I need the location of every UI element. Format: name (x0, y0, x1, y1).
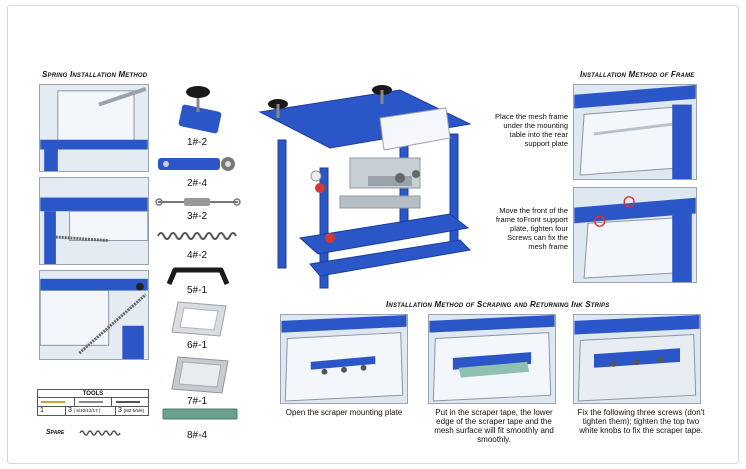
spring-header: Spring Installation Method (42, 70, 148, 79)
scraping-caption-3: Fix the following three screws (don't ti… (577, 408, 705, 435)
part-label-8: 8#-4 (186, 430, 207, 441)
knob-bracket-icon (178, 86, 222, 134)
tools-icon-row (38, 398, 148, 407)
mesh-frame-icon (171, 301, 227, 337)
spare-spring-icon (79, 430, 121, 436)
scraping-caption-1: Open the scraper mounting plate (285, 408, 403, 417)
scraping-photo-2 (428, 314, 556, 404)
spring-photo-3 (39, 270, 149, 360)
part-label-2: 2#-4 (186, 178, 207, 189)
spare-label: Spare (46, 429, 65, 436)
scraping-photo-1 (280, 314, 408, 404)
page-border (7, 5, 739, 464)
frame-photo-2 (573, 187, 697, 283)
part-label-3: 3#-2 (186, 211, 207, 222)
scraper-strip-icon (162, 408, 238, 420)
frame-header: Installation Method of Frame (580, 70, 695, 79)
spring-photo-2 (39, 177, 149, 265)
screwdriver-icon (38, 398, 75, 406)
tools-table: TOOLS 1 3 ( 5/10/12/17 ) 3 (M2 5/5/6) (37, 389, 149, 416)
screen-plate-icon (171, 356, 229, 394)
tools-title: TOOLS (38, 390, 148, 398)
frame-photo-1 (573, 84, 697, 180)
tools-count-row: 1 3 ( 5/10/12/17 ) 3 (M2 5/5/6) (38, 407, 148, 415)
wrench-icon (75, 398, 112, 406)
scraping-caption-2: Put in the scraper tape, the lower edge … (434, 408, 554, 444)
turnbuckle-icon (155, 198, 241, 206)
scraping-photo-3 (573, 314, 701, 404)
hex-key-icon (112, 398, 148, 406)
scraping-header: Installation Method of Scraping and Retu… (386, 300, 610, 309)
handle-icon (166, 267, 230, 285)
part-label-6: 6#-1 (186, 340, 207, 351)
tool-count-2: 3 ( 5/10/12/17 ) (66, 407, 116, 415)
tool-count-3: 3 (M2 5/5/6) (118, 407, 145, 414)
spring-photo-1 (39, 84, 149, 172)
printer-machine-illustration (258, 85, 472, 289)
frame-note-2: Move the front of the frame toFront supp… (495, 206, 568, 251)
tool-count-1: 1 (38, 407, 66, 415)
connector-plate-icon (158, 157, 235, 171)
frame-note-1: Place the mesh frame under the mounting … (495, 112, 568, 148)
part-label-1: 1#-2 (186, 137, 207, 148)
part-label-7: 7#-1 (186, 396, 207, 407)
spring-icon (157, 232, 237, 240)
part-label-5: 5#-1 (186, 285, 207, 296)
part-label-4: 4#-2 (186, 250, 207, 261)
